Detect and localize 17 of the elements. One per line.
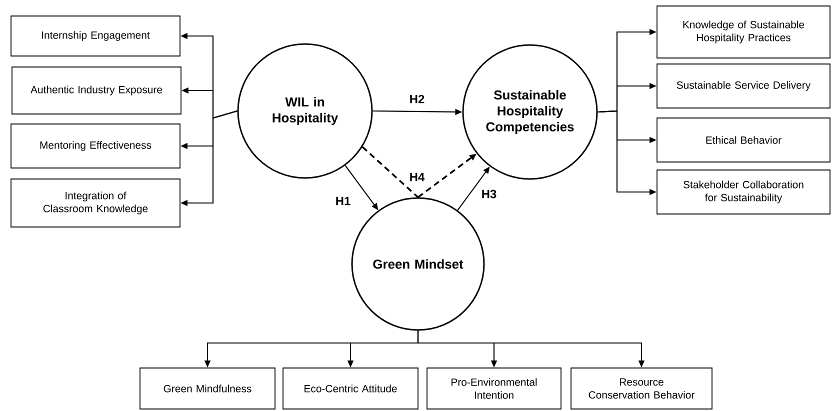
indicator-box: Sustainable Service Delivery [656, 64, 830, 108]
dashed-line [362, 146, 419, 198]
indicator-box: Resource Conservation Behavior [570, 368, 712, 410]
indicator-box: Internship Engagement [10, 16, 180, 56]
indicator-box: Stakeholder Collaboration for Sustainability [656, 170, 830, 214]
indicator-box: Integration of Classroom Knowledge [10, 178, 180, 228]
hypothesis-label: H2 [408, 94, 426, 104]
hypothesis-label: H1 [334, 196, 352, 206]
hypothesis-label: H3 [480, 188, 498, 200]
indicator-box: Knowledge of Sustainable Hospitality Practices [656, 6, 830, 58]
indicator-box: Ethical Behavior [656, 118, 830, 162]
indicator-box: Eco-Centric Attitude [282, 368, 418, 410]
indicator-box: Pro-Environmental Intention [426, 368, 562, 410]
hypothesis-label: H4 [408, 172, 426, 182]
indicator-box: Mentoring Effectiveness [10, 124, 180, 168]
indicator-box: Authentic Industry Exposure [12, 66, 182, 114]
indicator-box: Green Mindfulness [140, 368, 276, 410]
